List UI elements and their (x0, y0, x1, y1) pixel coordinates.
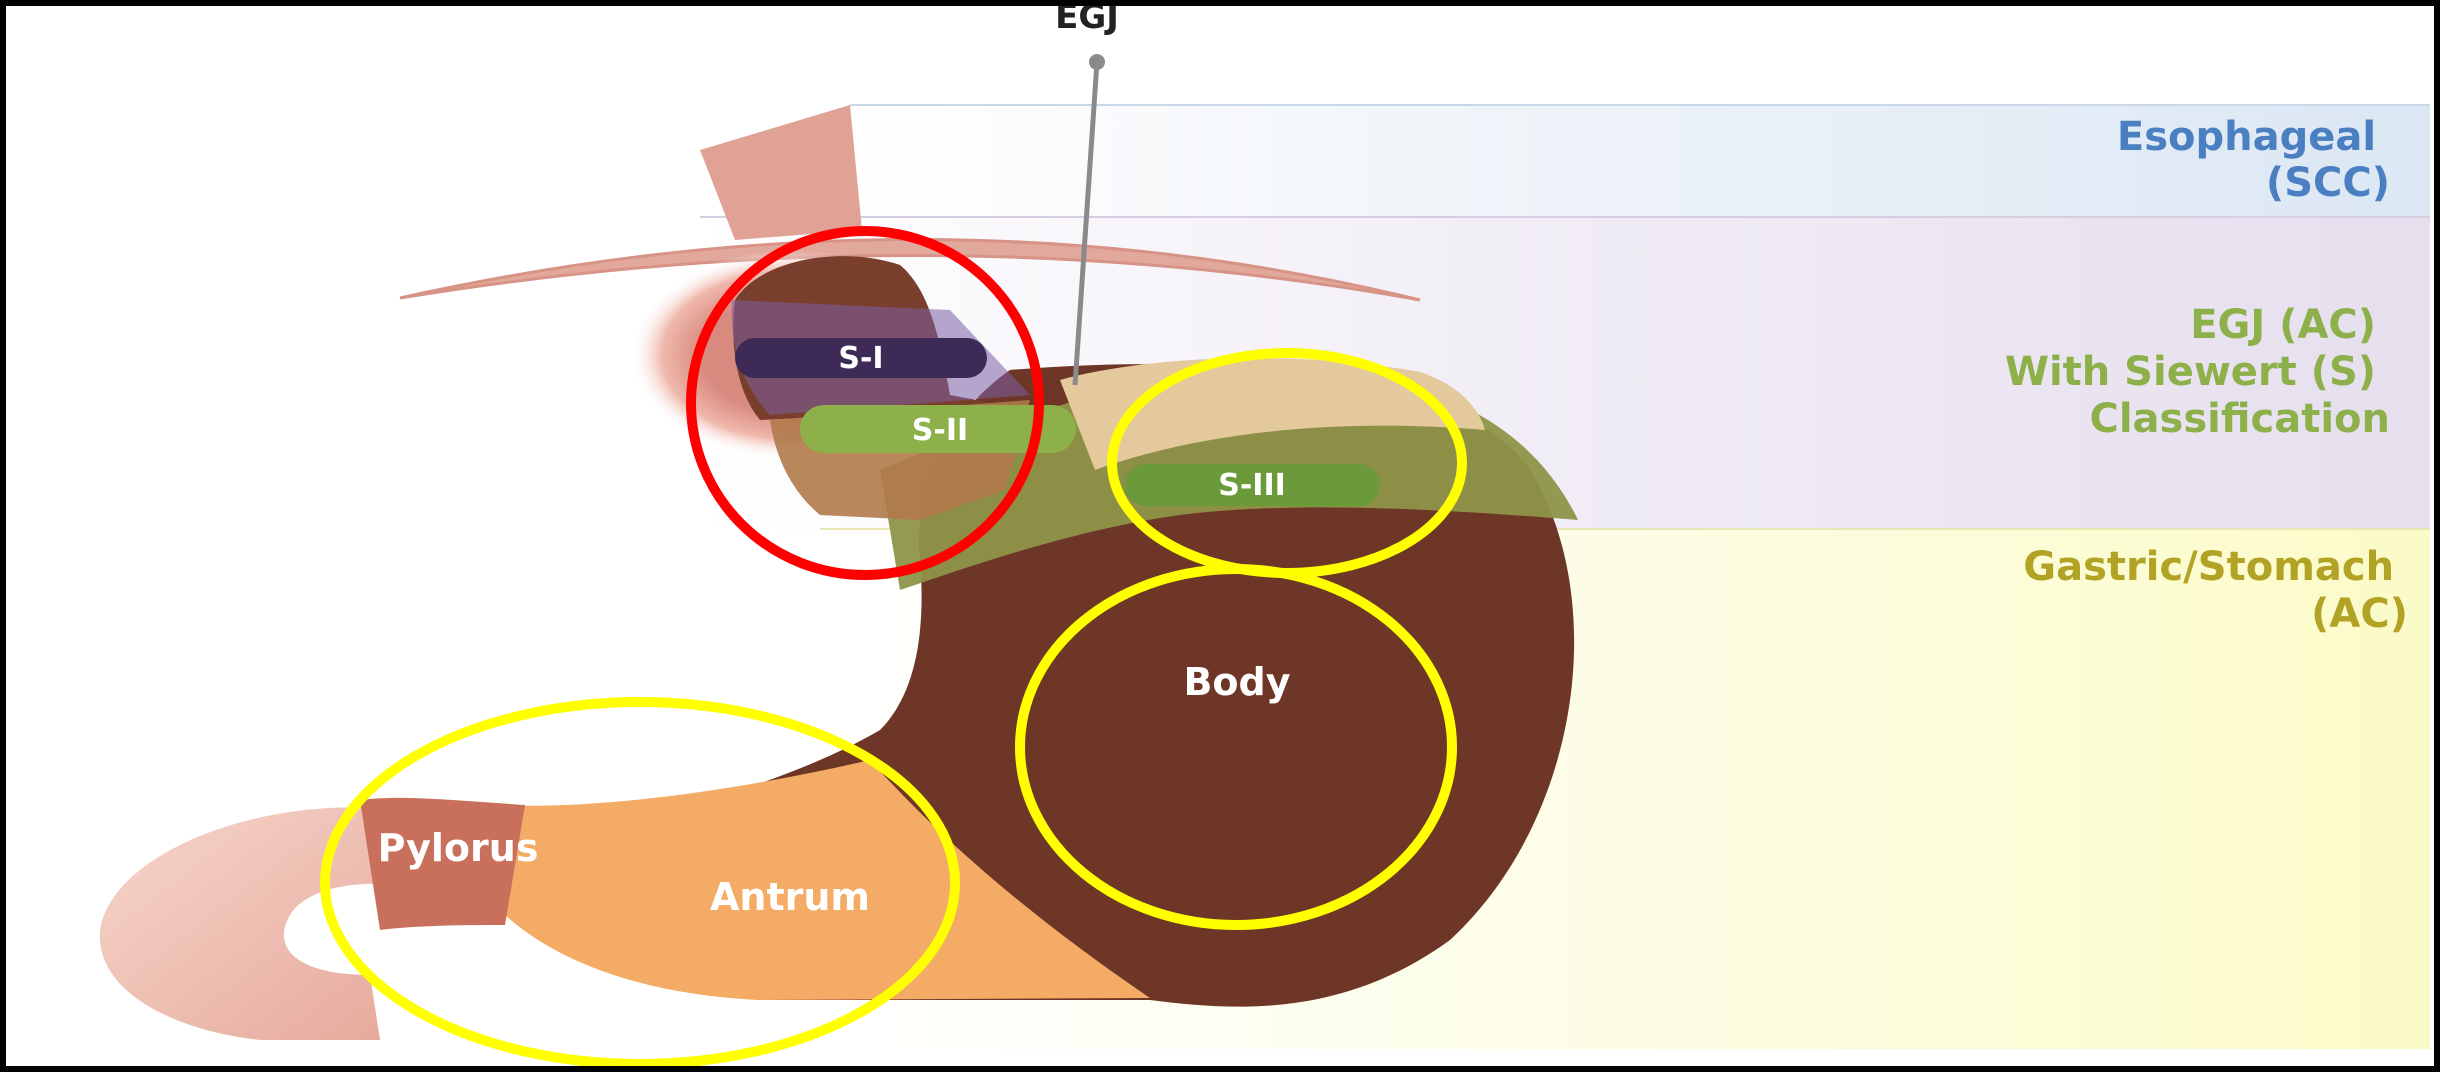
body-label: Body (1183, 660, 1290, 704)
egj-pointer-dot (1089, 54, 1105, 70)
s1-label: S-I (838, 341, 883, 376)
esophageal-line-2: (SCC) (2266, 160, 2390, 206)
gastric-line-1: Gastric/Stomach (2023, 544, 2394, 590)
duodenum (100, 807, 400, 1040)
egj-line-1: EGJ (AC) (2190, 302, 2376, 348)
pylorus-label: Pylorus (378, 826, 539, 870)
antrum-label: Antrum (710, 875, 870, 919)
s3-label: S-III (1218, 468, 1286, 503)
egj-line-3: Classification (2089, 396, 2390, 442)
gastric-line-2: (AC) (2311, 591, 2408, 637)
s2-label: S-II (912, 413, 968, 448)
egj-line-2: With Siewert (S) (2005, 349, 2376, 395)
esophageal-line-1: Esophageal (2117, 114, 2376, 160)
